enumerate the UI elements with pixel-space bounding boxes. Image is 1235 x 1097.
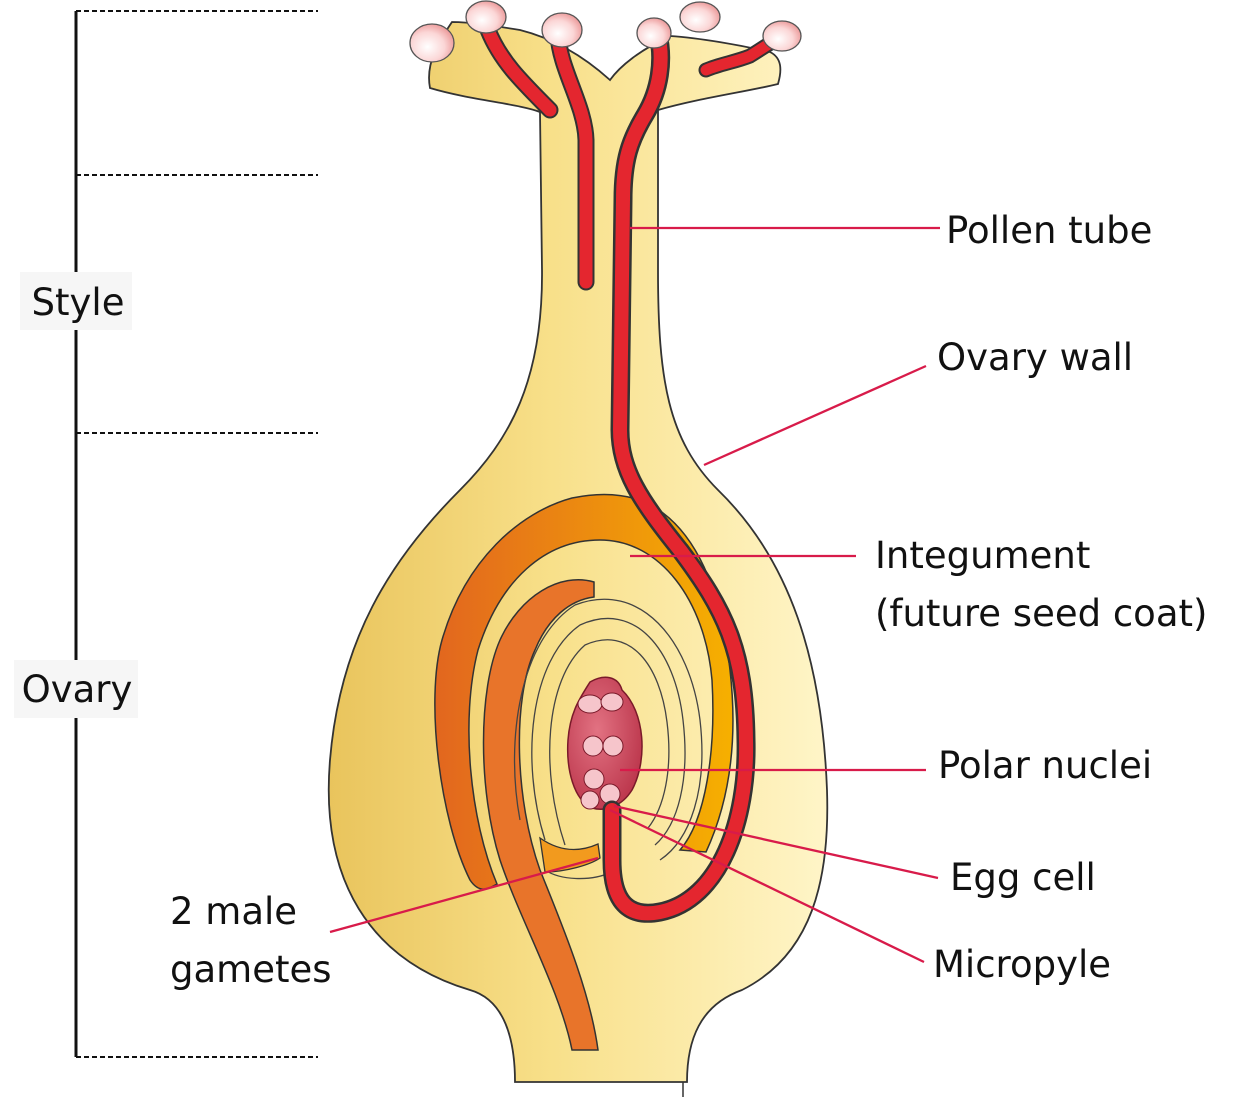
label-integument-note: (future seed coat) [875, 592, 1207, 635]
style-label: Style [32, 281, 125, 324]
label-integument: Integument [875, 534, 1090, 577]
label-micropyle: Micropyle [933, 943, 1111, 986]
label-male-gametes-2: gametes [170, 948, 332, 991]
label-polar-nuclei: Polar nuclei [938, 744, 1152, 787]
embryo-sac [566, 676, 643, 810]
pollen-grain-2 [465, 0, 507, 34]
pollen-grains [409, 0, 802, 63]
nucellus-ring-3 [549, 639, 670, 846]
nucellus-ring-1 [513, 598, 703, 861]
pollen-grain-3 [541, 12, 583, 48]
antipodal-cell-2 [580, 790, 600, 810]
synergid-top-left [577, 694, 603, 714]
region-bracket: Style Ovary [14, 10, 318, 1058]
pollen-tube-main-fill [605, 27, 754, 921]
polar-nucleus-1 [582, 735, 604, 757]
polar-nucleus-2 [602, 735, 624, 757]
pollen-tubes [479, 21, 784, 923]
callout-line-ovary-wall [703, 364, 927, 467]
callout-line-male-gametes [329, 856, 599, 934]
nucellus-ring-2 [531, 618, 686, 846]
callout-line-egg-cell [613, 804, 939, 880]
antipodal-cell-1 [583, 768, 605, 790]
label-male-gametes: 2 male [170, 890, 297, 933]
pollen-grain-4 [636, 17, 672, 49]
label-egg-cell: Egg cell [950, 856, 1096, 899]
pollen-tube-short-left-fill [481, 23, 557, 117]
pollen-grain-1 [409, 23, 455, 63]
pollen-tube-middle-fill [551, 28, 593, 289]
ovary-label: Ovary [22, 668, 133, 711]
ovary-label-bg [14, 660, 138, 718]
callout-line-micropyle [609, 808, 925, 964]
callout-labels: Pollen tube Ovary wall Integument (futur… [170, 209, 1207, 991]
label-ovary-wall: Ovary wall [937, 336, 1133, 379]
pollen-grain-6 [762, 20, 802, 52]
callout-lines [329, 226, 940, 964]
synergid-top-right [600, 692, 624, 712]
ovule [434, 493, 734, 1051]
label-pollen-tube: Pollen tube [946, 209, 1152, 252]
micropyle-notch [539, 836, 601, 873]
pollen-grain-5 [679, 1, 721, 33]
style-label-bg [20, 272, 132, 330]
